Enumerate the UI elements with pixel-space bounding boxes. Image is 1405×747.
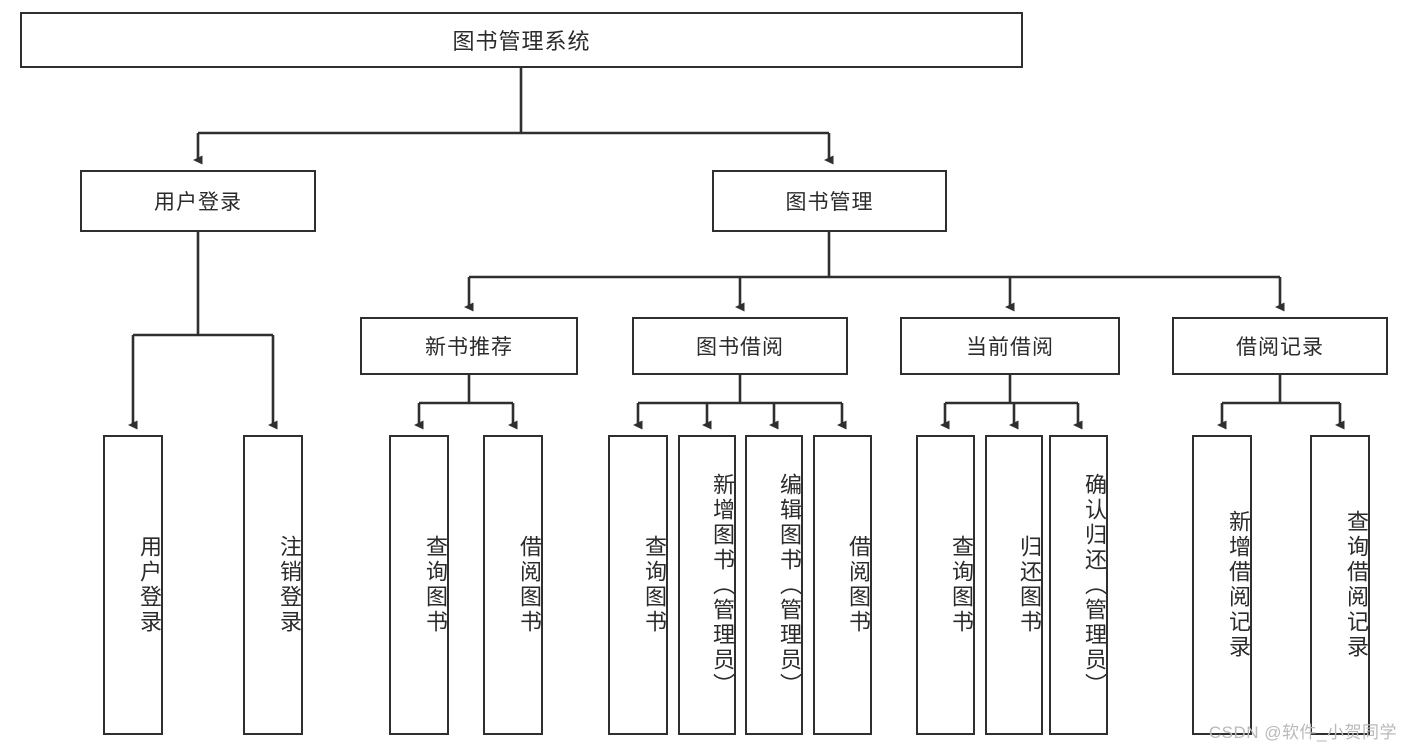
node-book-manage[interactable]: 图书管理 — [712, 170, 947, 232]
node-leaf-query-borrow-record[interactable]: 查询借阅记录 — [1310, 435, 1370, 735]
node-leaf-add-borrow-record-label: 新增借阅记录 — [1226, 510, 1251, 660]
node-book-borrow-label: 图书借阅 — [696, 336, 784, 359]
edges-root — [193, 68, 834, 165]
node-leaf-borrow-book-rec-label: 借阅图书 — [517, 535, 542, 635]
node-leaf-query-book-rec-label: 查询图书 — [423, 535, 448, 635]
node-book-manage-label: 图书管理 — [785, 191, 874, 214]
node-root[interactable]: 图书管理系统 — [20, 12, 1023, 68]
node-book-borrow[interactable]: 图书借阅 — [632, 317, 848, 375]
node-leaf-add-borrow-record[interactable]: 新增借阅记录 — [1192, 435, 1252, 735]
edges-book-borrow — [633, 375, 847, 430]
node-leaf-edit-book-admin[interactable]: 编辑图书（管理员） — [745, 435, 803, 735]
node-leaf-return-book[interactable]: 归还图书 — [985, 435, 1043, 735]
node-new-book-recommend[interactable]: 新书推荐 — [360, 317, 578, 375]
node-leaf-return-book-label: 归还图书 — [1017, 535, 1042, 635]
node-leaf-query-book[interactable]: 查询图书 — [608, 435, 668, 735]
edges-book-manage — [464, 232, 1285, 312]
watermark: CSDN @软件_小贺同学 — [1208, 723, 1397, 742]
node-current-borrow-label: 当前借阅 — [966, 336, 1054, 359]
node-leaf-confirm-return-admin[interactable]: 确认归还（管理员） — [1049, 435, 1108, 735]
node-leaf-user-login-label: 用户登录 — [137, 535, 162, 635]
node-leaf-add-book-admin[interactable]: 新增图书（管理员） — [678, 435, 736, 735]
node-leaf-add-book-admin-label: 新增图书（管理员） — [710, 472, 735, 698]
node-leaf-query-book-cur-label: 查询图书 — [949, 535, 974, 635]
node-leaf-query-book-cur[interactable]: 查询图书 — [916, 435, 975, 735]
node-borrow-record-label: 借阅记录 — [1236, 336, 1324, 359]
node-root-label: 图书管理系统 — [452, 29, 591, 54]
node-leaf-confirm-return-admin-label: 确认归还（管理员） — [1082, 472, 1107, 698]
node-leaf-query-borrow-record-label: 查询借阅记录 — [1344, 510, 1369, 660]
node-leaf-query-book-label: 查询图书 — [642, 535, 667, 635]
node-current-borrow[interactable]: 当前借阅 — [900, 317, 1120, 375]
node-new-book-recommend-label: 新书推荐 — [425, 336, 513, 359]
node-leaf-query-book-rec[interactable]: 查询图书 — [389, 435, 449, 735]
node-leaf-borrow-book-rec[interactable]: 借阅图书 — [483, 435, 543, 735]
edges-borrow-record — [1217, 375, 1345, 430]
node-leaf-borrow-book-label: 借阅图书 — [846, 535, 871, 635]
node-borrow-record[interactable]: 借阅记录 — [1172, 317, 1388, 375]
edges-new-book-recommend — [414, 375, 518, 430]
node-leaf-user-logout-label: 注销登录 — [277, 535, 302, 635]
node-leaf-edit-book-admin-label: 编辑图书（管理员） — [777, 472, 802, 698]
node-user-login[interactable]: 用户登录 — [80, 170, 316, 232]
node-leaf-user-login[interactable]: 用户登录 — [103, 435, 163, 735]
node-leaf-user-logout[interactable]: 注销登录 — [243, 435, 303, 735]
edges-user-login — [128, 232, 278, 430]
edges-current-borrow — [940, 375, 1083, 430]
node-user-login-label: 用户登录 — [154, 191, 242, 214]
node-leaf-borrow-book[interactable]: 借阅图书 — [813, 435, 872, 735]
